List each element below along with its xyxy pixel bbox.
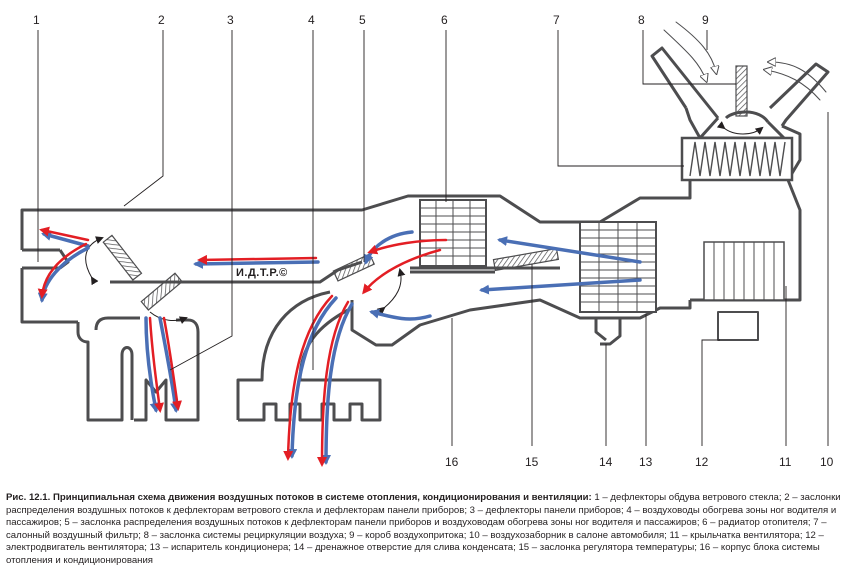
temperature-flap xyxy=(492,247,560,272)
callout-4: 4 xyxy=(308,13,315,27)
ac-evaporator xyxy=(579,221,657,313)
callout-numbers: 1 2 3 4 5 6 7 8 9 10 11 12 13 14 15 16 xyxy=(33,13,834,469)
cold-air-flows xyxy=(37,230,642,465)
blower-fan-wheel xyxy=(703,241,785,301)
callout-8: 8 xyxy=(638,13,645,27)
callout-6: 6 xyxy=(441,13,448,27)
panel-flap xyxy=(140,272,183,311)
hvac-airflow-diagram: И.Д.Т.Р.© 1 2 3 4 5 6 7 8 9 10 11 12 13 … xyxy=(20,13,834,469)
callout-13: 13 xyxy=(639,455,653,469)
cabin-air-filter xyxy=(680,136,794,182)
caption-body: 1 – дефлекторы обдува ветрового стекла; … xyxy=(6,492,841,566)
callout-3: 3 xyxy=(227,13,234,27)
heater-core xyxy=(419,199,487,267)
callout-15: 15 xyxy=(525,455,539,469)
callout-11: 11 xyxy=(779,455,792,469)
callout-1: 1 xyxy=(33,13,40,27)
caption-title: Рис. 12.1. Принципиальная схема движения… xyxy=(6,492,592,503)
callout-16: 16 xyxy=(445,455,459,469)
callout-12: 12 xyxy=(695,455,709,469)
flap-swing-arcs xyxy=(85,121,764,324)
callout-2: 2 xyxy=(158,13,165,27)
windshield-flap xyxy=(102,234,143,281)
callout-10: 10 xyxy=(820,455,834,469)
recirculation-flap xyxy=(735,65,748,117)
callout-5: 5 xyxy=(359,13,366,27)
callout-9: 9 xyxy=(702,13,709,27)
leader-lines xyxy=(37,30,829,446)
watermark-text: И.Д.Т.Р.© xyxy=(236,267,288,279)
callout-14: 14 xyxy=(599,455,613,469)
hot-air-flows xyxy=(37,226,448,467)
intake-air-flows xyxy=(663,21,827,101)
callout-7: 7 xyxy=(553,13,560,27)
figure-caption: Рис. 12.1. Принципиальная схема движения… xyxy=(6,492,854,568)
